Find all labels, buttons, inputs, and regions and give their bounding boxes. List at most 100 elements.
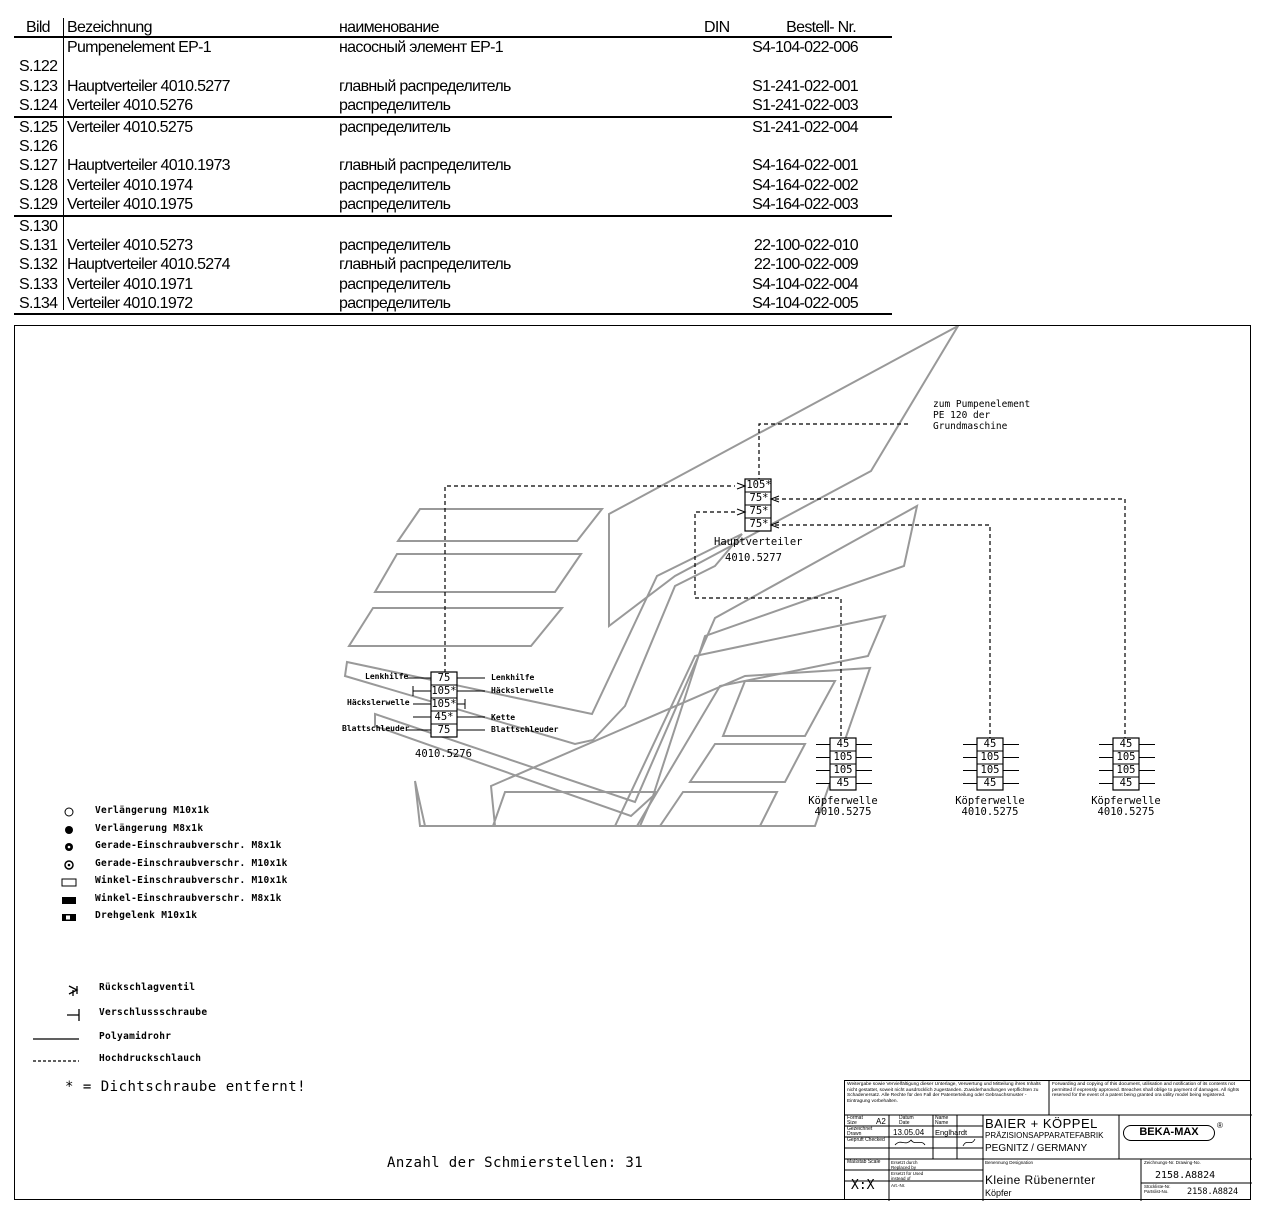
- cell-bild: S.134: [19, 295, 58, 313]
- partslist-number: 2158.A8824: [1187, 1187, 1239, 1197]
- main-distributor-body: [736, 478, 780, 532]
- distributor-id: 4010.5275: [961, 806, 1019, 818]
- distributor-cell: 45: [983, 777, 997, 789]
- distributor-cell: 105*: [431, 685, 457, 697]
- legend-text: Verlängerung M10x1k: [95, 805, 210, 816]
- machine-band: [374, 504, 919, 818]
- designation-line-2: Köpfer: [985, 1188, 1012, 1198]
- cell-bestell-nr: S1-241-022-001: [752, 77, 859, 95]
- cell-naimenovanie: главный распределитель: [339, 157, 511, 175]
- distributor-cell: 105: [833, 751, 853, 763]
- distributor-cell: 75: [437, 672, 451, 684]
- cell-bezeichnung: Hauptverteiler 4010.5277: [67, 77, 231, 95]
- distributor-cell: 105: [1116, 764, 1136, 776]
- massstab-label: Maßstab Scale: [847, 1159, 881, 1165]
- cell-bezeichnung: Hauptverteiler 4010.1973: [67, 157, 231, 175]
- title-block: Weitergabe sowie Vervielfältigung dieser…: [844, 1080, 1252, 1201]
- cell-naimenovanie: распределитель: [339, 295, 451, 313]
- machine-slat: [688, 743, 807, 783]
- hose-lines: [444, 423, 1126, 741]
- cell-bild: S.129: [19, 196, 58, 214]
- cell-bestell-nr: S4-164-022-002: [752, 176, 859, 194]
- machine-slat: [658, 791, 779, 827]
- parts-table: Bild Bezeichnung наименование DIN Bestel…: [14, 18, 892, 316]
- cell-bild: S.130: [19, 217, 58, 235]
- cell-bild: S.133: [19, 275, 58, 293]
- machine-slat: [396, 508, 605, 542]
- hose-line: [444, 485, 735, 673]
- distributor-cell: 45: [836, 738, 850, 750]
- machine-band: [343, 533, 743, 746]
- legend-note: * = Dichtschraube entfernt!: [65, 1079, 307, 1095]
- cell-bestell-nr: S4-164-022-001: [752, 157, 859, 175]
- cell-bestell-nr: 22-100-022-009: [753, 256, 859, 274]
- solid-line-icon: [33, 1038, 79, 1040]
- machine-slat: [721, 680, 837, 737]
- distributor-label: Köpferwelle: [955, 795, 1025, 807]
- drawn-date: 13.05.04: [893, 1128, 925, 1137]
- distributor-cell: 45: [836, 777, 850, 789]
- company-name: BAIER + KÖPPEL: [985, 1116, 1098, 1131]
- cell-naimenovanie: распределитель: [339, 236, 451, 254]
- machine-panel: [608, 326, 960, 629]
- distributor-cell: 45*: [434, 711, 454, 723]
- disclaimer-english: Forwarding and copying of this document,…: [1052, 1082, 1240, 1099]
- format-value: A2: [876, 1117, 886, 1126]
- distributor-cell: 105: [980, 751, 1000, 763]
- hose-line: [758, 423, 908, 486]
- cell-bezeichnung: Verteiler 4010.1975: [67, 196, 193, 214]
- dotted-circle-icon: [64, 859, 74, 870]
- cell-naimenovanie: распределитель: [339, 176, 451, 194]
- machine-slat: [373, 553, 583, 593]
- table-row: S.130: [14, 214, 892, 236]
- cell-bild: S.131: [19, 236, 58, 254]
- main-distributor-id: 4010.5277: [725, 552, 782, 564]
- right-label-lenkhilfe: Lenkhilfe: [491, 673, 535, 682]
- plug-screw-icon: [67, 1009, 80, 1021]
- benennung-label: Benennung Designation: [985, 1160, 1034, 1165]
- legend-text: Gerade-Einschraubverschr. M10x1k: [95, 857, 288, 869]
- datum-label: Datum Date: [899, 1115, 914, 1126]
- legend-text: Polyamidrohr: [99, 1031, 172, 1042]
- ersetzt-durch-label: Ersetzt durch Replaced by: [891, 1160, 918, 1170]
- left-distributor-body: [407, 671, 485, 738]
- drawn-by: Englhardt: [935, 1128, 968, 1137]
- machine-slat: [491, 791, 657, 827]
- pump-note-line: zum Pumpenelement: [933, 399, 1031, 410]
- zeichnungs-label: Zeichnungs-Nr. Drawing-No.: [1144, 1160, 1201, 1165]
- art-nr-label: Art.-Nr.: [891, 1183, 906, 1188]
- header-din: DIN: [704, 19, 730, 36]
- stueckliste-label: Stückliste-Nr. Partslist-No.: [1144, 1184, 1171, 1194]
- cell-bestell-nr: S4-104-022-005: [752, 295, 859, 313]
- left-distributor-id: 4010.5276: [415, 748, 472, 760]
- gezeichnet-label: Gezeichnet Drawn: [847, 1126, 873, 1137]
- cell-naimenovanie: распределитель: [339, 97, 451, 115]
- cell-naimenovanie: распределитель: [339, 196, 451, 214]
- cell-bestell-nr: S1-241-022-004: [752, 118, 859, 136]
- schematic-drawing: zum Pumpenelement PE 120 der Grundmaschi…: [14, 325, 1252, 1201]
- legend-text: Drehgelenk M10x1k: [95, 910, 198, 921]
- legend-text: Verlängerung M8x1k: [95, 822, 204, 834]
- cell-bestell-nr: S1-241-022-003: [752, 97, 859, 115]
- check-valve-icon: [68, 985, 79, 996]
- distributor-label: Köpferwelle: [1091, 795, 1161, 807]
- main-distributor-cells: 105* 75* 75* 75*: [746, 479, 772, 531]
- distributor-cell: 105: [980, 764, 1000, 776]
- legend-text: Winkel-Einschraubverschr. M10x1k: [95, 875, 288, 886]
- signature-icon: [894, 1138, 976, 1147]
- cell-naimenovanie: главный распределитель: [339, 77, 511, 95]
- cell-bezeichnung: Verteiler 4010.1971: [67, 275, 193, 293]
- table-divider: [63, 18, 64, 310]
- legend-text: Verschlussschraube: [99, 1007, 208, 1018]
- distributor-cell: 45: [1119, 738, 1133, 750]
- cell-bezeichnung: Verteiler 4010.1974: [67, 176, 193, 194]
- legend-text: Gerade-Einschraubverschr. M8x1k: [95, 840, 282, 851]
